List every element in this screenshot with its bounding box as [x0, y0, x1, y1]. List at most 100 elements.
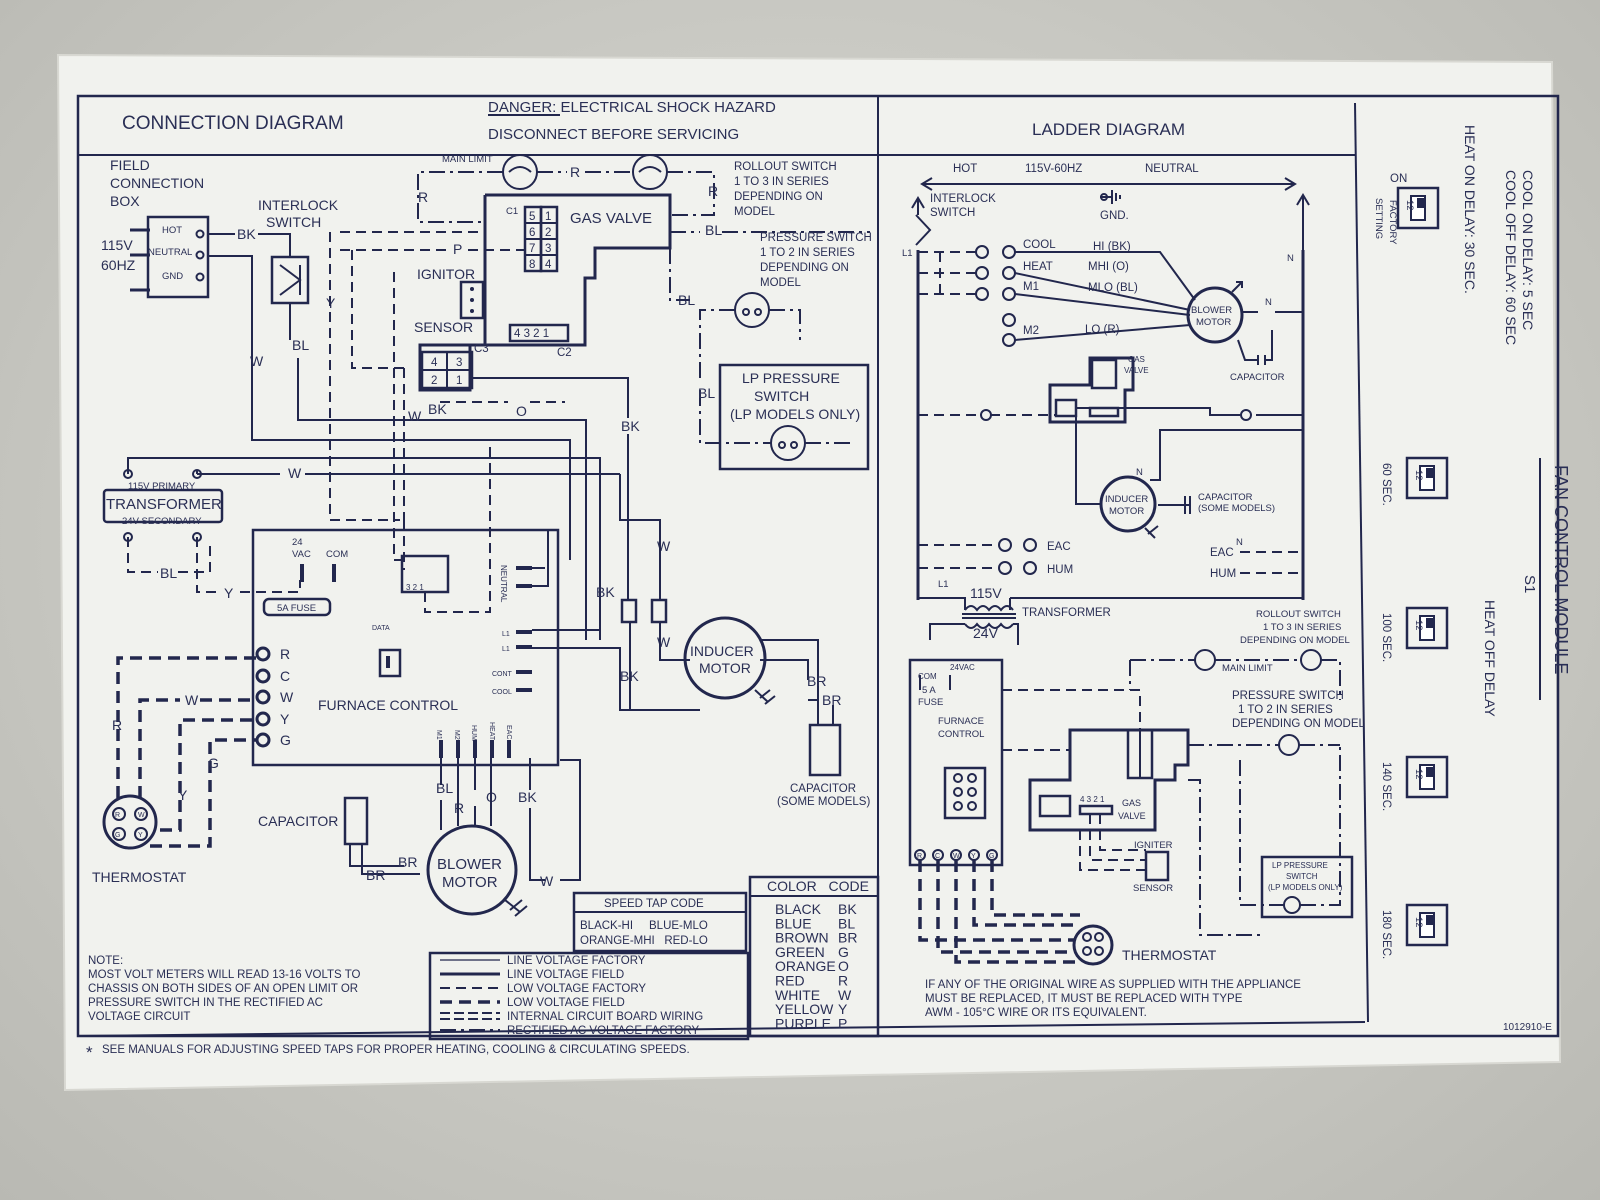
svg-text:FIELD: FIELD [110, 157, 150, 173]
speed-terminals: M1 M2 HUM HEAT EAC [435, 722, 512, 758]
svg-text:HUM: HUM [1047, 564, 1073, 576]
svg-text:L1: L1 [502, 646, 510, 653]
svg-text:COOL ON DELAY: 5 SEC: COOL ON DELAY: 5 SEC [1520, 170, 1536, 330]
svg-text:3 2 1: 3 2 1 [406, 583, 424, 592]
svg-text:1 TO 2 IN SERIES: 1 TO 2 IN SERIES [760, 247, 855, 259]
svg-text:G: G [208, 755, 219, 771]
svg-text:Y: Y [224, 585, 234, 601]
svg-text:RECTIFIED AC VOLTAGE FACTORY: RECTIFIED AC VOLTAGE FACTORY [507, 1025, 699, 1037]
svg-text:AWM - 105°C WIRE OR ITS EQUIVA: AWM - 105°C WIRE OR ITS EQUIVALENT. [925, 1007, 1147, 1019]
svg-text:3: 3 [456, 357, 462, 369]
svg-text:HUM: HUM [470, 725, 477, 741]
svg-text:MOTOR: MOTOR [1196, 317, 1231, 328]
svg-text:MOST VOLT METERS WILL READ 13-: MOST VOLT METERS WILL READ 13-16 VOLTS T… [88, 969, 361, 981]
svg-text:R: R [280, 646, 290, 662]
svg-text:GND.: GND. [1100, 210, 1129, 222]
ladder-lp-switch: LP PRESSURE SWITCH (LP MODELS ONLY) [1188, 745, 1354, 936]
svg-text:W: W [250, 353, 264, 369]
svg-text:12: 12 [1413, 470, 1424, 481]
svg-text:VOLTAGE CIRCUIT: VOLTAGE CIRCUIT [88, 1011, 190, 1023]
svg-text:MOTOR: MOTOR [442, 874, 498, 891]
dip-switch: 12 [1405, 755, 1449, 799]
svg-text:SWITCH: SWITCH [266, 214, 321, 230]
svg-text:12: 12 [1413, 769, 1424, 780]
svg-text:IGNITOR: IGNITOR [417, 266, 475, 282]
footnote-star: * [86, 1043, 93, 1062]
svg-text:INTERLOCK: INTERLOCK [258, 197, 339, 213]
svg-text:EAC: EAC [1210, 547, 1234, 559]
svg-text:MODEL: MODEL [760, 277, 802, 289]
ladder-inducer-motor: INDUCER MOTOR N CAPACITOR (SOME MODELS) [1075, 416, 1303, 539]
svg-text:SWITCH: SWITCH [930, 207, 975, 219]
svg-text:W: W [138, 812, 145, 819]
svg-text:R: R [115, 812, 120, 819]
svg-text:COOL: COOL [492, 689, 512, 696]
svg-text:VALVE: VALVE [1124, 366, 1149, 375]
svg-text:W: W [185, 692, 199, 708]
svg-text:HEAT ON DELAY: 30 SEC.: HEAT ON DELAY: 30 SEC. [1462, 125, 1478, 294]
color-code: P [838, 1015, 847, 1031]
svg-text:HI (BK): HI (BK) [1093, 241, 1131, 253]
svg-text:HEAT OFF DELAY: HEAT OFF DELAY [1482, 600, 1498, 717]
svg-text:(LP MODELS ONLY): (LP MODELS ONLY) [1268, 883, 1343, 892]
svg-text:2: 2 [431, 375, 437, 387]
svg-text:C: C [280, 668, 290, 684]
svg-text:BR: BR [398, 854, 417, 870]
rollout-switch-note: ROLLOUT SWITCH 1 TO 3 IN SERIES DEPENDIN… [734, 161, 837, 218]
svg-text:G: G [989, 853, 994, 860]
svg-text:MAIN LIMIT: MAIN LIMIT [442, 154, 493, 165]
svg-text:GAS: GAS [1128, 355, 1145, 364]
svg-text:7: 7 [529, 243, 535, 255]
svg-text:4: 4 [431, 357, 438, 369]
color-code: R [838, 973, 848, 989]
svg-text:4 3 2 1: 4 3 2 1 [1080, 795, 1105, 804]
svg-text:MOTOR: MOTOR [1109, 506, 1144, 517]
svg-text:(LP MODELS ONLY): (LP MODELS ONLY) [730, 406, 860, 422]
svg-text:Y: Y [178, 787, 188, 803]
svg-text:115V: 115V [970, 585, 1002, 601]
inducer-motor: INDUCER MOTOR BR BR [683, 616, 841, 708]
svg-text:CHASSIS ON BOTH SIDES OF AN OP: CHASSIS ON BOTH SIDES OF AN OPEN LIMIT O… [88, 983, 358, 995]
svg-text:Y: Y [280, 711, 290, 727]
svg-text:4 3 2 1: 4 3 2 1 [514, 328, 549, 340]
blower-capacitor: CAPACITOR BR BR [258, 796, 420, 883]
svg-text:CAPACITOR: CAPACITOR [258, 813, 338, 829]
fan-control-module: COOL ON DELAY: 5 SEC COOL OFF DELAY: 60 … [1373, 125, 1571, 1033]
color-name: BROWN [775, 930, 829, 946]
svg-text:LOW VOLTAGE FACTORY: LOW VOLTAGE FACTORY [507, 983, 646, 995]
svg-text:LP PRESSURE: LP PRESSURE [1272, 861, 1328, 870]
delay-setting: 180 SEC. [1380, 910, 1392, 959]
svg-text:GND: GND [162, 271, 183, 282]
svg-text:W: W [408, 408, 422, 424]
color-code: Y [838, 1001, 848, 1017]
svg-text:LP PRESSURE: LP PRESSURE [742, 370, 840, 386]
svg-text:W: W [280, 689, 294, 705]
svg-text:BR: BR [807, 673, 826, 689]
delay-setting: 60 SEC. [1380, 463, 1392, 506]
svg-text:ROLLOUT SWITCH: ROLLOUT SWITCH [1256, 609, 1341, 620]
svg-text:1 TO 3 IN SERIES: 1 TO 3 IN SERIES [1263, 622, 1341, 633]
svg-text:CAPACITOR: CAPACITOR [1230, 372, 1285, 383]
svg-text:C: C [935, 853, 940, 860]
svg-text:LINE VOLTAGE FIELD: LINE VOLTAGE FIELD [507, 969, 624, 981]
svg-text:ROLLOUT SWITCH: ROLLOUT SWITCH [734, 161, 837, 173]
svg-text:DEPENDING ON: DEPENDING ON [734, 191, 823, 203]
ladder-blower-motor: BLOWER MOTOR N CAPACITOR [1186, 281, 1303, 383]
svg-text:SENSOR: SENSOR [414, 319, 473, 335]
svg-text:CAPACITOR: CAPACITOR [1198, 492, 1253, 503]
svg-text:12: 12 [1413, 917, 1424, 928]
footnote: SEE MANUALS FOR ADJUSTING SPEED TAPS FOR… [102, 1044, 690, 1056]
ladder-diagram: LADDER DIAGRAM HOT 115V-60HZ NEUTRAL INT… [902, 120, 1366, 1019]
svg-text:M1: M1 [1023, 281, 1039, 293]
svg-text:BK: BK [518, 789, 537, 805]
svg-text:GAS: GAS [1122, 798, 1141, 808]
svg-text:BOX: BOX [110, 193, 140, 209]
svg-text:BLACK-HI BLUE-MLO: BLACK-HI BLUE-MLO [580, 920, 708, 932]
svg-text:2: 2 [545, 227, 551, 239]
svg-text:L1: L1 [938, 579, 949, 590]
svg-text:BLOWER: BLOWER [437, 856, 502, 873]
interlock-switch: INTERLOCK SWITCH BK [208, 197, 339, 305]
delay-setting: 100 SEC. [1380, 613, 1392, 662]
